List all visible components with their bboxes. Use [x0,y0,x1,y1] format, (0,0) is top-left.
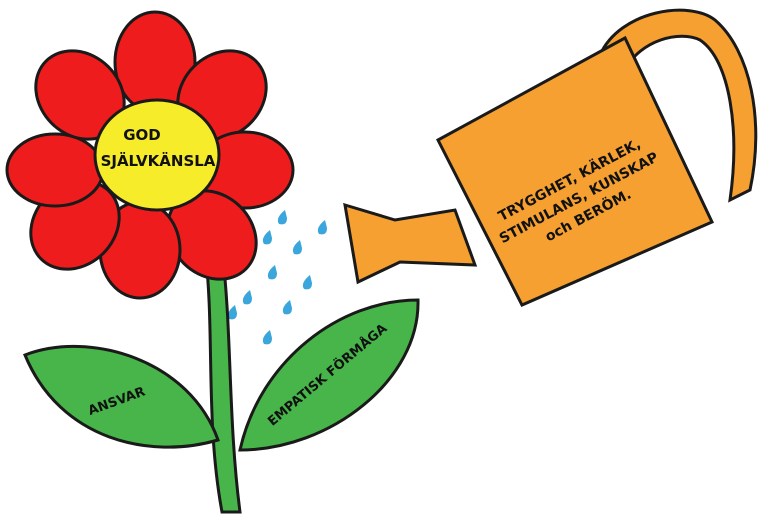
water-drop [317,220,327,235]
center-label-line2: SJÄLVKÄNSLA [101,151,216,170]
water-drop [267,265,277,280]
water-drop [302,275,312,290]
water-drop [262,230,272,245]
can-spout [343,202,478,285]
flower-center [93,98,221,212]
right-leaf [238,298,420,452]
water-drop [282,300,292,315]
petals [5,10,295,300]
center-label-line1: GOD [123,126,161,144]
water-drop [262,330,272,345]
can-handle [598,8,758,203]
flower-stem [203,248,242,514]
can-body [436,35,715,307]
petal [5,132,105,208]
water-drop [292,240,302,255]
water-drop [227,305,237,320]
water-drop [242,290,252,305]
left-leaf [23,344,220,449]
water-drop [277,210,287,225]
